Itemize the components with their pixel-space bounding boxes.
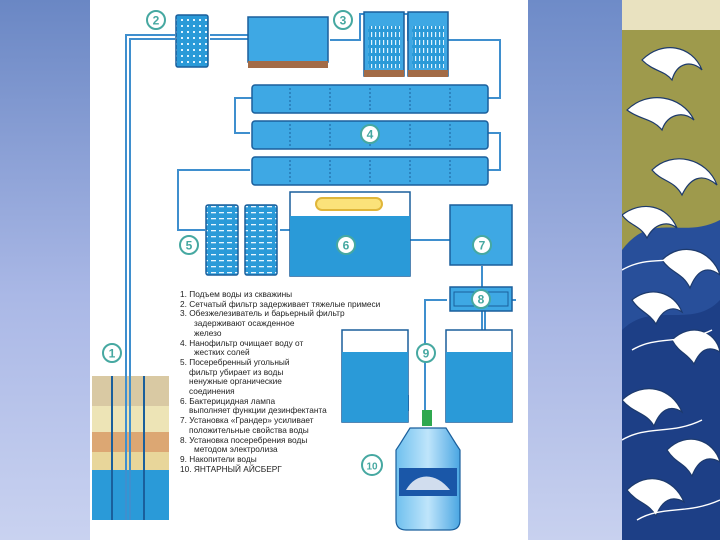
legend-item-7-cont: положительные свойства воды xyxy=(189,424,309,435)
callout-3: 3 xyxy=(340,14,347,28)
legend-item-7: 7. Установка «Грандер» усиливает xyxy=(180,415,314,426)
legend-item-10: 10. ЯНТАРНЫЙ АЙСБЕРГ xyxy=(180,463,282,474)
legend-item-5-cont2: ненужные органические xyxy=(189,376,282,387)
water-bottle xyxy=(395,410,461,531)
pipes xyxy=(125,13,516,520)
legend-item-3-cont2: железо xyxy=(194,327,222,338)
legend-item-8: 8. Установка посеребрения воды xyxy=(180,434,308,445)
right-background xyxy=(528,0,622,540)
callout-6: 6 xyxy=(343,239,350,253)
storage-tanks xyxy=(341,329,513,423)
legend-item-1: 1. Подъем воды из скважины xyxy=(180,289,293,299)
well-casing xyxy=(111,376,145,520)
legend-item-5: 5. Посеребренный угольный xyxy=(180,356,290,367)
deferrization-unit xyxy=(247,11,449,77)
callout-7: 7 xyxy=(479,239,486,253)
legend-item-9: 9. Накопители воды xyxy=(180,453,257,464)
legend-item-3-cont: задерживают осажденное xyxy=(194,318,295,329)
carbon-filters xyxy=(205,204,278,276)
grander-unit xyxy=(449,204,513,266)
callouts: 2 3 4 5 6 7 8 9 1 10 xyxy=(102,10,492,476)
legend-item-5-cont: фильтр убирает из воды xyxy=(189,366,284,377)
callout-8: 8 xyxy=(478,293,485,307)
legend-item-5-cont3: соединения xyxy=(189,386,235,397)
callout-4: 4 xyxy=(367,128,374,142)
legend-item-6-cont: выполняет функции дезинфектанта xyxy=(189,405,327,416)
legend-item-2: 2. Сетчатый фильтр задерживает тяжелые п… xyxy=(180,298,381,309)
callout-2: 2 xyxy=(153,14,160,28)
wave-illustration xyxy=(622,0,720,540)
legend-item-4-cont: жестких солей xyxy=(194,347,250,358)
callout-1: 1 xyxy=(109,347,116,361)
legend-item-8-cont: методом электролиза xyxy=(194,444,278,455)
callout-9: 9 xyxy=(423,347,430,361)
callout-10: 10 xyxy=(366,462,378,473)
legend-item-3: 3. Обезжелезиватель и барьерный фильтр xyxy=(180,308,345,319)
left-background xyxy=(0,0,90,540)
legend: 1. Подъем воды из скважины 2. Сетчатый ф… xyxy=(180,289,440,474)
legend-item-4: 4. Нанофильтр очищает воду от xyxy=(180,337,304,348)
legend-item-6: 6. Бактерицидная лампа xyxy=(180,395,276,406)
mesh-filter xyxy=(175,14,209,68)
uv-lamp-tank xyxy=(289,191,411,277)
callout-5: 5 xyxy=(186,239,193,253)
water-purification-diagram: 2 3 4 5 6 7 8 9 1 10 xyxy=(92,10,516,531)
